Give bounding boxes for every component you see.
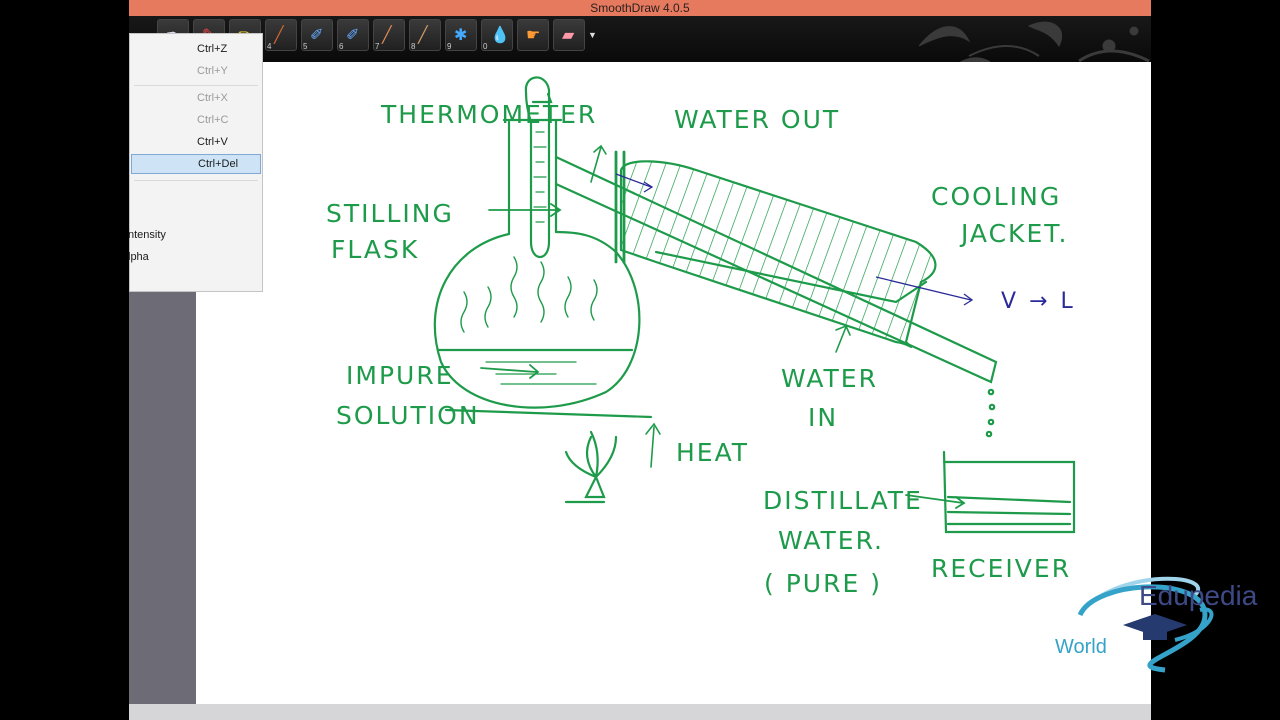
airbrush-icon: ✐ [310, 27, 324, 44]
label-flask: FLASK [331, 235, 419, 264]
label-water-out: WATER OUT [674, 105, 840, 134]
brush-icon: ╱ [382, 27, 392, 44]
edupedia-world-watermark: Edupedia World [1055, 570, 1280, 680]
thermometer [524, 76, 551, 259]
flask-bulb [433, 230, 641, 409]
label-water-in-2: IN [808, 403, 838, 432]
distillation-drawing: THERMOMETER WATER OUT STILLING FLASK COO… [326, 76, 1076, 598]
label-distilling: STILLING [326, 199, 454, 228]
label-cooling: COOLING [931, 182, 1061, 211]
menu-item-clear[interactable]: Ctrl+Del [131, 154, 261, 174]
label-thermometer: THERMOMETER [380, 100, 597, 129]
brush-toolbar: ✒ ✎ ✏ 4╱ 5✐ 6✐ 7╱ 8╱ 9✱ 0💧 ☛ ▰ ▼ [129, 16, 1151, 72]
flask-neck [502, 118, 563, 236]
drawing-canvas[interactable]: THERMOMETER WATER OUT STILLING FLASK COO… [196, 62, 1151, 704]
watermark-subtitle: World [1055, 636, 1107, 658]
label-pure: ( PURE ) [764, 569, 882, 598]
menu-item-copy[interactable]: Ctrl+C [197, 114, 229, 126]
menu-item-redo[interactable]: Ctrl+Y [197, 65, 228, 77]
tool-9[interactable]: 9✱ [445, 19, 477, 51]
tool-8[interactable]: 8╱ [409, 19, 441, 51]
label-water: WATER. [778, 526, 884, 555]
receiver [942, 450, 1076, 534]
menu-item-alpha[interactable]: lpha [128, 251, 149, 263]
window-title: SmoothDraw 4.0.5 [129, 0, 1151, 16]
tool-6[interactable]: 6✐ [337, 19, 369, 51]
tool-5[interactable]: 5✐ [301, 19, 333, 51]
label-impure: IMPURE [346, 361, 453, 390]
tool-7[interactable]: 7╱ [373, 19, 405, 51]
brush-icon: ╱ [418, 27, 428, 44]
brush-icon: ╱ [274, 27, 284, 44]
more-tools-arrow-icon[interactable]: ▼ [588, 30, 597, 40]
watermark-title: Edupedia [1139, 580, 1258, 611]
edit-context-menu: Ctrl+Z Ctrl+Y Ctrl+X Ctrl+C Ctrl+V Ctrl+… [128, 33, 263, 292]
menu-separator [134, 85, 258, 86]
eraser-icon: ▰ [562, 27, 575, 44]
menu-item-paste[interactable]: Ctrl+V [197, 136, 228, 148]
label-v-to-l: V → L [1001, 289, 1076, 314]
burner [564, 430, 618, 504]
menu-item-cut[interactable]: Ctrl+X [197, 92, 228, 104]
label-distillate: DISTILLATE [763, 486, 923, 515]
menu-item-undo[interactable]: Ctrl+Z [197, 43, 228, 55]
horizontal-scrollbar[interactable] [129, 704, 1151, 720]
smoothdraw-window: SmoothDraw 4.0.5 ✒ ✎ ✏ 4╱ 5✐ 6✐ 7╱ 8╱ 9✱… [129, 0, 1151, 720]
tool-smudge[interactable]: ☛ [517, 19, 549, 51]
tool-0[interactable]: 0💧 [481, 19, 513, 51]
label-heat: HEAT [676, 438, 749, 467]
logo-swoosh-icon [1077, 576, 1214, 673]
menu-separator [134, 180, 258, 181]
label-jacket: JACKET. [959, 219, 1069, 248]
tool-eraser[interactable]: ▰ [553, 19, 585, 51]
label-water-in-1: WATER [781, 364, 878, 393]
label-receiver: RECEIVER [931, 554, 1071, 583]
sparkle-icon: ✱ [454, 27, 468, 44]
tool-4[interactable]: 4╱ [265, 19, 297, 51]
water-drop-icon: 💧 [490, 27, 510, 44]
menu-item-intensity[interactable]: ntensity [128, 229, 166, 241]
cooling-jacket [619, 160, 937, 349]
airbrush-icon: ✐ [346, 27, 360, 44]
label-solution: SOLUTION [336, 401, 480, 430]
smudge-icon: ☛ [526, 27, 541, 44]
